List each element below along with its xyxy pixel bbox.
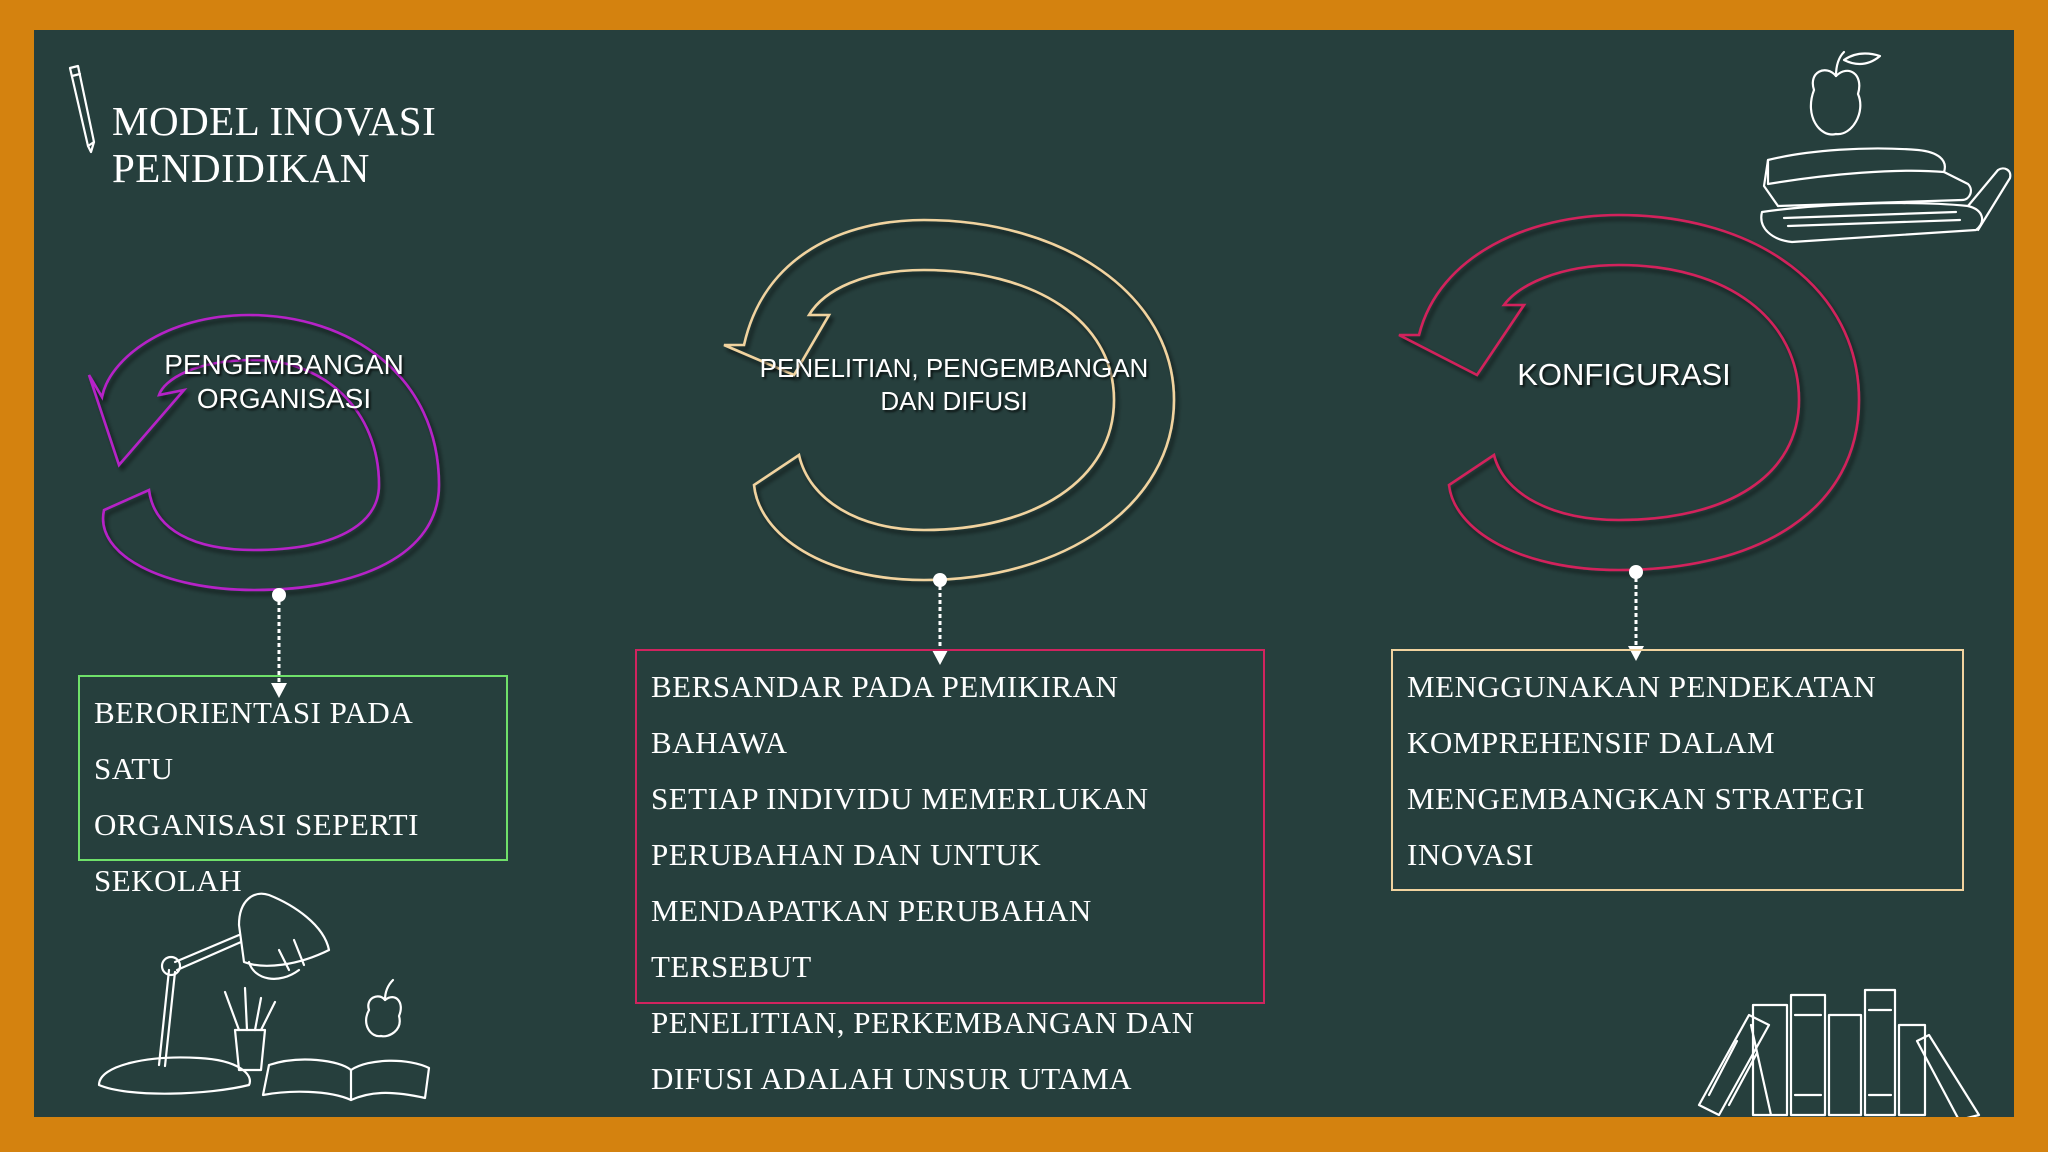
model-2-label-line-2: DAN DIFUSI	[880, 386, 1028, 416]
slide-title: MODEL INOVASI PENDIDIKAN	[112, 98, 436, 192]
model-2-label-line-1: PENELITIAN, PENGEMBANGAN	[759, 353, 1149, 383]
slide-title-line-1: MODEL INOVASI	[112, 98, 437, 144]
model-1-description-line-1: BERORIENTASI PADA SATU	[94, 695, 412, 786]
apple-on-books-icon	[1760, 50, 2012, 244]
model-2-description-line-2: SETIAP INDIVIDU MEMERLUKAN	[651, 781, 1149, 816]
bookshelf-icon	[1697, 988, 1981, 1117]
model-2-description-line-1: BERSANDAR PADA PEMIKIRAN BAHAWA	[651, 669, 1119, 760]
cycle-arrow-konfigurasi	[1398, 213, 1861, 572]
cycle-arrow-penelitian	[723, 218, 1176, 582]
model-1-description-box: BERORIENTASI PADA SATU ORGANISASI SEPERT…	[78, 675, 508, 898]
model-2-description-line-3: PERUBAHAN DAN UNTUK	[651, 837, 1042, 872]
model-2-label: PENELITIAN, PENGEMBANGAN DAN DIFUSI	[719, 352, 1189, 418]
desk-lamp-with-book-icon	[97, 892, 431, 1102]
connector-1	[271, 588, 287, 698]
model-1-label: PENGEMBANGAN ORGANISASI	[114, 348, 454, 415]
model-2-description-box: BERSANDAR PADA PEMIKIRAN BAHAWA SETIAP I…	[635, 649, 1265, 1096]
connector-2	[932, 573, 948, 665]
model-1-label-line-1: PENGEMBANGAN	[164, 349, 404, 380]
slide-title-line-2: PENDIDIKAN	[112, 145, 370, 191]
model-3-description-line-1: MENGGUNAKAN PENDEKATAN	[1407, 669, 1877, 704]
model-3-description-line-3: MENGEMBANGKAN STRATEGI	[1407, 781, 1865, 816]
model-3-description-line-4: INOVASI	[1407, 837, 1534, 872]
model-2-description-line-6: DIFUSI ADALAH UNSUR UTAMA	[651, 1061, 1133, 1096]
model-3-label-line-1: KONFIGURASI	[1517, 357, 1731, 392]
model-2-description-line-5: PENELITIAN, PERKEMBANGAN DAN	[651, 1005, 1195, 1040]
model-3-description-line-2: KOMPREHENSIF DALAM	[1407, 725, 1776, 760]
model-1-description-line-2: ORGANISASI SEPERTI	[94, 807, 419, 842]
model-1-label-line-2: ORGANISASI	[196, 382, 372, 414]
chalkboard-slide: MODEL INOVASI PENDIDIKAN PENGEMBANGAN OR…	[34, 30, 2014, 1117]
model-2-description-line-4: MENDAPATKAN PERUBAHAN TERSEBUT	[651, 893, 1092, 984]
model-3-label: KONFIGURASI	[1454, 356, 1794, 393]
cycle-arrow-organisasi	[87, 313, 441, 592]
model-1-description-line-3: SEKOLAH	[94, 863, 243, 898]
model-3-description-box: MENGGUNAKAN PENDEKATAN KOMPREHENSIF DALA…	[1391, 649, 1964, 891]
pencil-icon	[68, 64, 96, 154]
